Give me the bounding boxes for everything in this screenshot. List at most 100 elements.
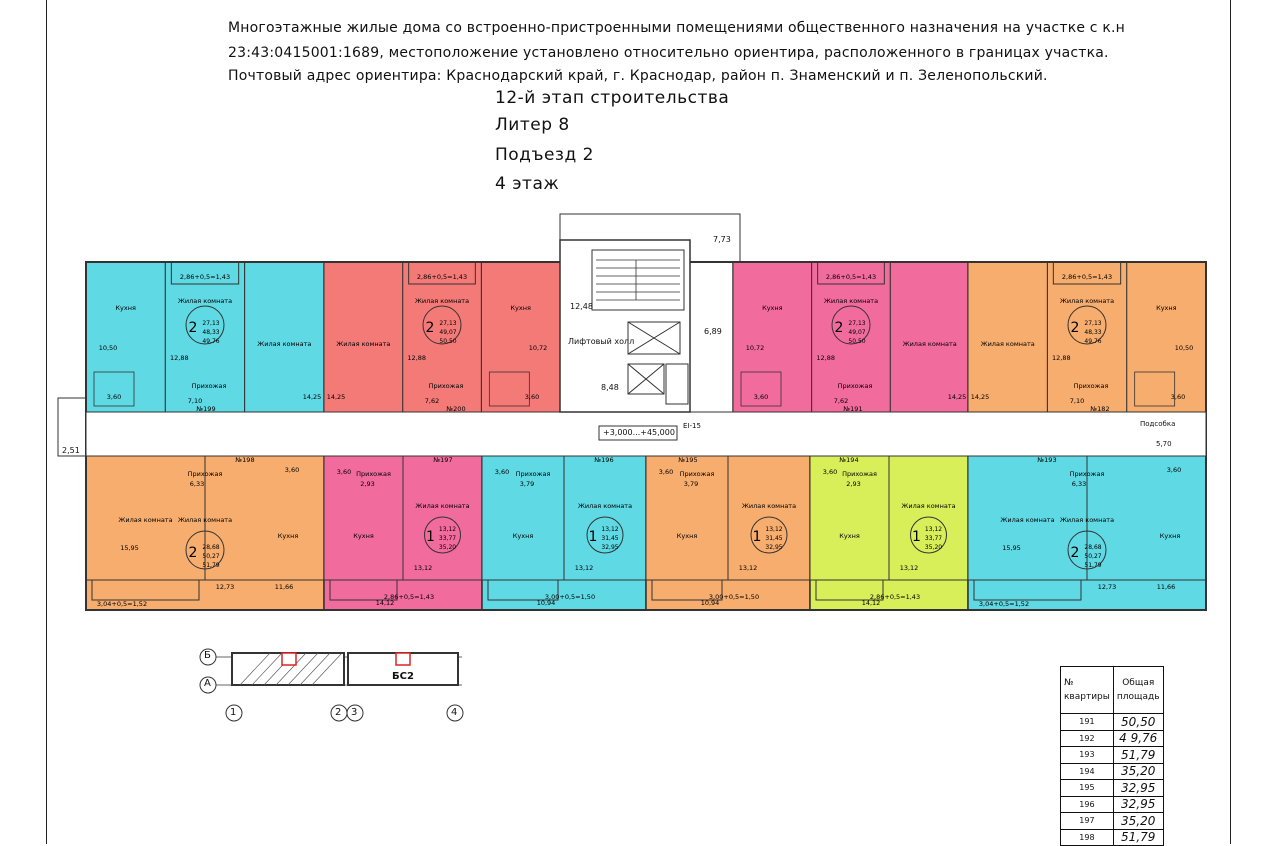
kitchen-area-label: 10,50: [99, 344, 118, 352]
apartment-number-marker: №182: [1089, 405, 1109, 413]
apartment-182-area: [967, 261, 1207, 413]
room: [323, 455, 404, 581]
apartment-rooms-circle: [831, 305, 871, 345]
bath-area-label: 3,60: [659, 468, 673, 476]
lift-core: [559, 239, 691, 413]
rooms-count-label: 2: [1071, 545, 1080, 561]
kitchen-label: Кухня: [115, 304, 136, 312]
living-room: [811, 261, 891, 413]
bathroom: [1134, 371, 1176, 407]
apartment-197-area: [323, 455, 483, 611]
balcony: [329, 579, 398, 601]
hall-label: Прихожая: [680, 470, 715, 478]
bath-area-label: 3,60: [495, 468, 509, 476]
room-area-label: 13,12: [575, 564, 594, 572]
kitchen-room: [85, 261, 166, 413]
kitchen-area-label: 10,94: [537, 599, 556, 607]
elevator-2: [627, 363, 665, 395]
living-total-label: 49,07: [848, 329, 865, 336]
kitchen-room: [480, 261, 561, 413]
hall-label: Прихожая: [838, 382, 873, 390]
apartment-number: 197: [1060, 812, 1114, 830]
apartment-199: [85, 261, 325, 413]
living-room-label: Жилая комната: [178, 297, 232, 305]
living-total-label: 48,33: [1084, 329, 1101, 336]
axis-a-label: А: [204, 678, 211, 689]
apartment-rooms-circle: [910, 516, 947, 554]
room: [809, 455, 890, 581]
hall-area-label: 7,62: [425, 397, 439, 405]
apartment-area: 4 9,76: [1112, 729, 1164, 747]
living-room-label: Жилая комната: [336, 340, 390, 348]
balcony-area-label: 2,86+0,5=1,43: [826, 273, 876, 281]
apartment-193: [967, 455, 1207, 611]
apartment-number: 194: [1060, 762, 1114, 780]
room-area-label: 15,95: [1002, 544, 1021, 552]
apartment-number-marker: №191: [842, 405, 862, 413]
kitchen-area-label: 11,66: [1157, 583, 1176, 591]
apartment-rooms-circle: [424, 516, 461, 554]
rooms-count-label: 2: [189, 320, 198, 336]
hall-area-label: 7,62: [834, 397, 848, 405]
living-room: [164, 261, 246, 413]
room: [481, 455, 565, 581]
apartment-area: 35,20: [1112, 812, 1164, 830]
room: [402, 455, 483, 581]
room: [727, 455, 811, 581]
total-area-label: 13,12: [601, 526, 618, 533]
liter-title: Литер 8: [495, 115, 570, 135]
apartment-rooms-circle: [1067, 305, 1107, 345]
stage-title: 12-й этап строительства: [495, 88, 730, 108]
hall-label: Прихожая: [1070, 470, 1105, 478]
kitchen-label: Кухня: [510, 304, 531, 312]
apartment-199-area: [85, 261, 325, 413]
elevator-1: [627, 321, 681, 355]
hall-area-label: 6,33: [190, 480, 204, 488]
apartment-number-marker: №194: [838, 456, 858, 464]
apartment-area: 35,20: [1112, 762, 1164, 780]
balcony-area-label: 2,86+0,5=1,43: [384, 593, 434, 601]
apartment-area-label: 49,76: [202, 338, 219, 345]
apartment-number-marker: №197: [432, 456, 452, 464]
apartment-number-marker: №193: [1036, 456, 1056, 464]
room-area-label: 15,95: [120, 544, 139, 552]
living-room-label: Жилая комната: [824, 297, 878, 305]
living-room-label: Жилая комната: [903, 340, 957, 348]
balcony-area-label: 2,86+0,5=1,43: [417, 273, 467, 281]
living-room: [889, 261, 970, 413]
apartment-number-marker: №200: [445, 405, 465, 413]
apartment-number: 198: [1060, 828, 1114, 846]
bath-area-label: 3,60: [285, 466, 299, 474]
bath-area-label: 3,60: [754, 393, 768, 401]
balcony-area-label: 3,00+0,5=1,50: [709, 593, 759, 601]
apartment-rooms-circle: [586, 516, 624, 554]
living-area-label: 14,25: [948, 393, 967, 401]
apartment-number-marker: №195: [677, 456, 697, 464]
balcony-area-label: 3,04+0,5=1,52: [979, 600, 1029, 608]
bath-area-label: 3,60: [1171, 393, 1185, 401]
room-area-label: 12,73: [216, 583, 235, 591]
hall-label: Прихожая: [842, 470, 877, 478]
total-area-label: 13,12: [765, 526, 782, 533]
floor-title: 4 этаж: [495, 174, 560, 194]
living-room-label: Жилая комната: [415, 297, 469, 305]
total-area-label: 28,68: [1084, 544, 1101, 551]
bathroom: [740, 371, 782, 407]
living-room-label: Жилая комната: [118, 516, 172, 524]
living-room: [402, 261, 482, 413]
apartment-number: 193: [1060, 746, 1114, 764]
kitchen-label: Кухня: [839, 532, 860, 540]
apartment-196-area: [481, 455, 647, 611]
ei-label: EI-15: [683, 422, 701, 430]
room-area-label: 12,73: [1098, 583, 1117, 591]
living-room-label: Жилая комната: [1060, 516, 1114, 524]
apartment-number: 195: [1060, 779, 1114, 797]
room: [563, 455, 647, 581]
header-line-1: Многоэтажные жилые дома со встроенно-при…: [228, 20, 1126, 36]
living-area-label: 14,25: [327, 393, 346, 401]
